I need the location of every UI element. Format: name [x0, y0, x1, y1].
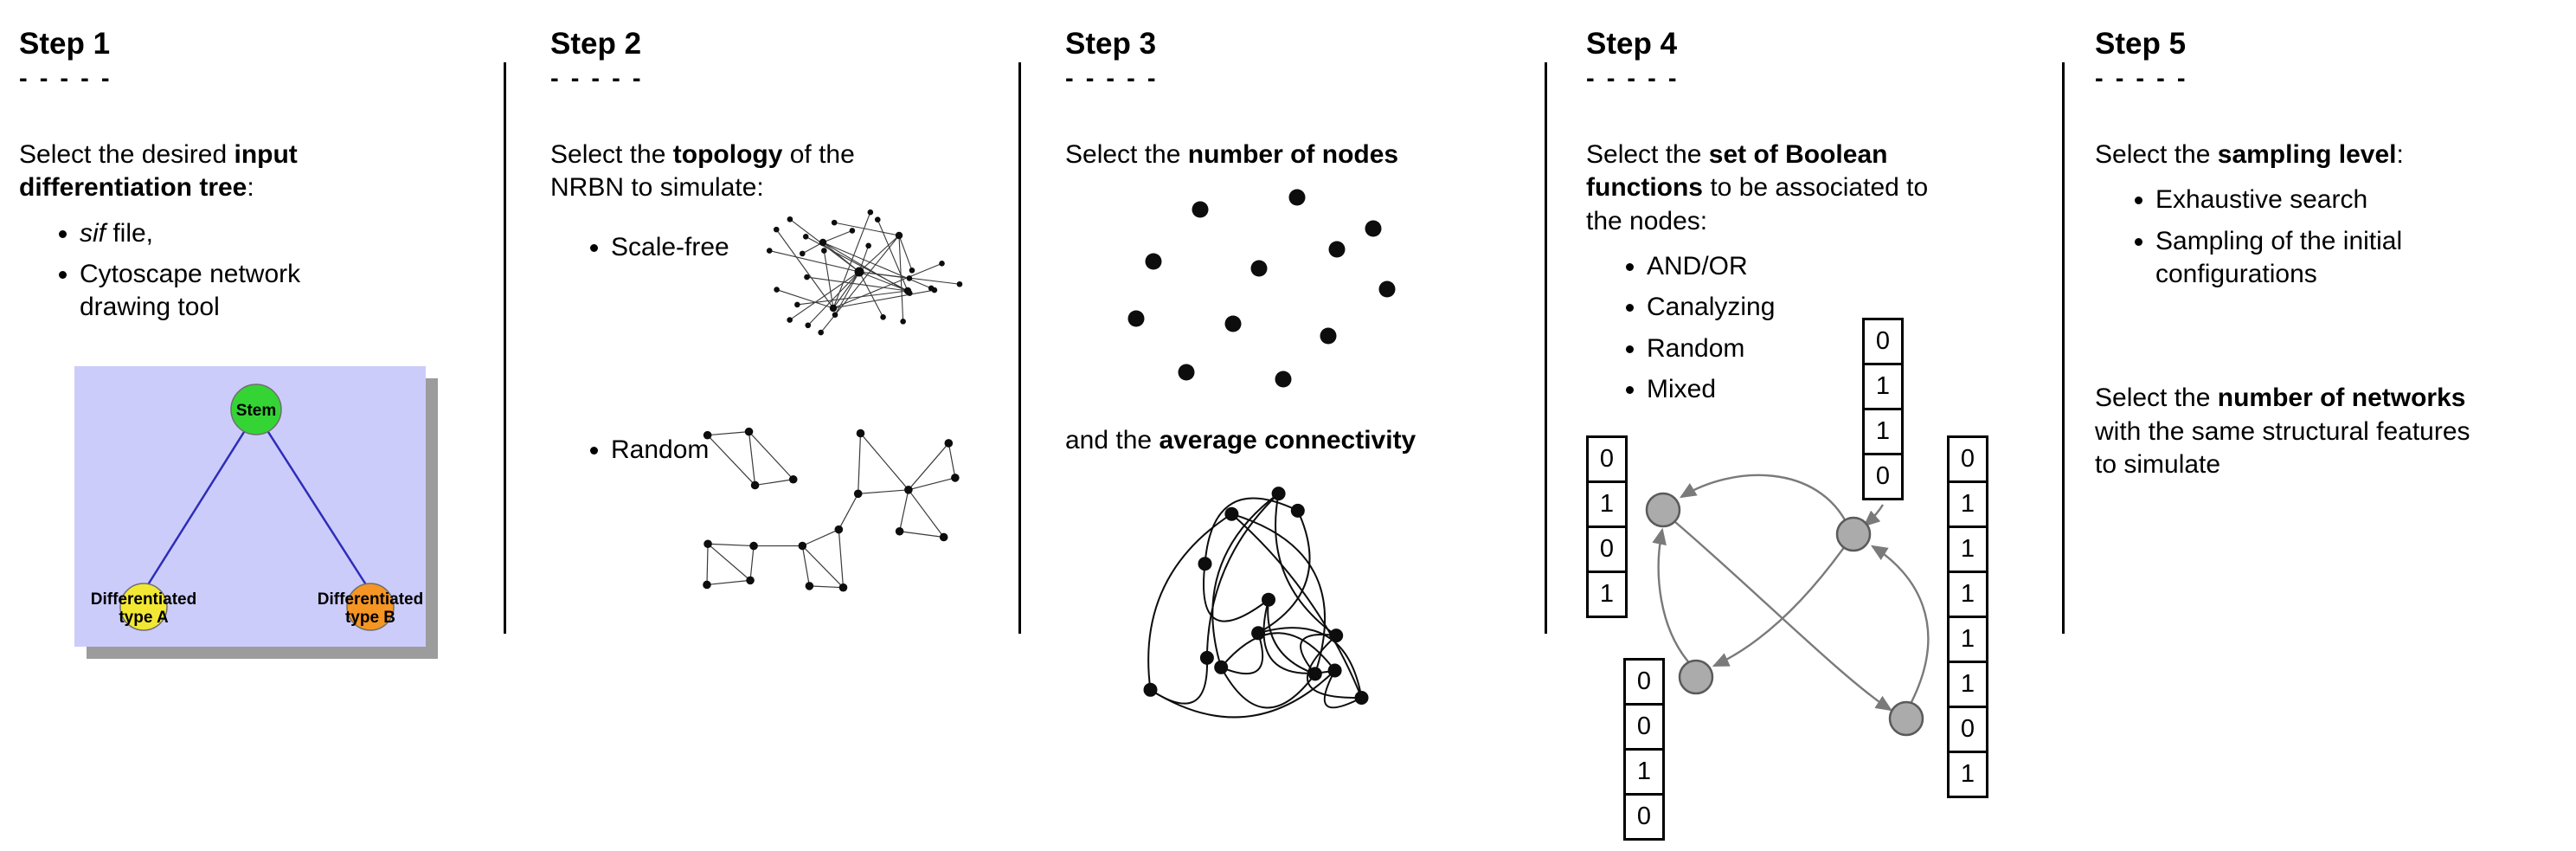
- truth-table-cell: 1: [1862, 408, 1904, 455]
- truth-table-cell: 0: [1862, 318, 1904, 365]
- step4-title: Step 4: [1586, 27, 1678, 61]
- scale-free-network-figure: [766, 209, 963, 336]
- tree-edge-b: [267, 431, 369, 587]
- step5-title: Step 5: [2095, 27, 2187, 61]
- gene-node: [1888, 700, 1924, 737]
- network-edge: [1674, 521, 1893, 712]
- bullet-mixed: Mixed: [1647, 373, 2062, 406]
- step1-column: Step 1 - - - - - Select the desired inpu…: [0, 0, 504, 851]
- step1-intro: Select the desired input differentiation…: [19, 139, 298, 203]
- bullet-and-or: AND/OR: [1647, 250, 2062, 283]
- truth-table-cell: 1: [1947, 751, 1988, 798]
- stem-label: Stem: [236, 402, 276, 420]
- bullet-cytoscape: Cytoscape network drawing tool: [80, 258, 350, 325]
- network-edge: [1863, 504, 1885, 527]
- network-edge: [1870, 545, 1930, 703]
- bullet-scale-free: Scale-free: [611, 231, 1018, 264]
- bullet-random-functions: Random: [1647, 332, 2062, 365]
- gene-node: [1835, 516, 1872, 552]
- step2-title: Step 2: [550, 27, 642, 61]
- step2-dashes: - - - - -: [550, 65, 644, 93]
- step3-column: Step 3 - - - - - Select the number of no…: [1021, 0, 1545, 851]
- network-edge: [1712, 545, 1846, 667]
- truth-table-cell: 1: [1947, 616, 1988, 663]
- network-edge: [1679, 474, 1850, 527]
- truth-table-cell: 1: [1586, 571, 1628, 618]
- connectivity-network-figure: [1143, 486, 1369, 719]
- step3-connectivity-text: and the average connectivity: [1065, 426, 1416, 455]
- bullet-exhaustive-search: Exhaustive search: [2155, 184, 2515, 216]
- step1-title: Step 1: [19, 27, 111, 61]
- truth-table-cell: 1: [1947, 480, 1988, 528]
- column-divider: [2062, 62, 2065, 634]
- step4-column: Step 4 - - - - - Select the set of Boole…: [1547, 0, 2062, 851]
- step5-column: Step 5 - - - - - Select the sampling lev…: [2065, 0, 2576, 851]
- type-a-node: [119, 583, 168, 631]
- step3-intro: Select the number of nodes: [1065, 139, 1399, 169]
- gene-node: [1645, 492, 1681, 528]
- bullet-sampling-initial-configurations: Sampling of the initial configurations: [2155, 225, 2515, 292]
- column-divider: [1545, 62, 1547, 634]
- step3-title: Step 3: [1065, 27, 1157, 61]
- truth-table-cell: 1: [1586, 480, 1628, 528]
- truth-table-cell: 0: [1862, 453, 1904, 500]
- truth-table-cell: 1: [1947, 525, 1988, 573]
- step2-column: Step 2 - - - - - Select the topology of …: [506, 0, 1018, 851]
- step5-number-of-networks-text: Select the number of networks with the s…: [2095, 384, 2470, 480]
- step1-bullet-list: sif file, Cytoscape network drawing tool: [19, 217, 350, 325]
- step4-dashes: - - - - -: [1586, 65, 1680, 93]
- step5-dashes: - - - - -: [2095, 65, 2188, 93]
- bullet-sif-file: sif file,: [80, 217, 350, 250]
- column-divider: [1018, 62, 1021, 634]
- bullet-canalyzing: Canalyzing: [1647, 291, 2062, 324]
- step2-bullet-list: Scale-free Random: [550, 231, 1018, 467]
- truth-table-cell: 0: [1623, 703, 1665, 751]
- step3-dashes: - - - - -: [1065, 65, 1159, 93]
- truth-table-cell: 0: [1623, 658, 1665, 706]
- step5-bullet-list: Exhaustive search Sampling of the initia…: [2095, 184, 2515, 291]
- truth-table-cell: 0: [1586, 525, 1628, 573]
- column-divider: [504, 62, 506, 634]
- truth-table-cell: 0: [1947, 435, 1988, 483]
- step4-bullet-list: AND/OR Canalyzing Random Mixed: [1586, 250, 2062, 407]
- truth-table-cell: 0: [1947, 706, 1988, 753]
- gene-node: [1678, 659, 1714, 695]
- bullet-random: Random: [611, 434, 1018, 467]
- truth-table-cell: 1: [1947, 661, 1988, 708]
- stem-node: [230, 384, 282, 435]
- truth-table-cell: 1: [1862, 363, 1904, 410]
- truth-table-cell: 0: [1623, 793, 1665, 841]
- type-b-node: [346, 583, 395, 631]
- step4-intro: Select the set of Boolean functions to b…: [1586, 139, 1929, 235]
- network-edge: [1652, 527, 1693, 667]
- truth-table-cell: 1: [1623, 748, 1665, 796]
- nodes-scatter-figure: [1127, 189, 1396, 388]
- random-network-figure: [703, 427, 960, 592]
- boolean-network-svg: [1645, 474, 1930, 737]
- step1-dashes: - - - - -: [19, 65, 112, 93]
- truth-table-cell: 0: [1586, 435, 1628, 483]
- step5-intro: Select the sampling level:: [2095, 139, 2404, 169]
- step2-intro: Select the topology of the NRBN to simul…: [550, 139, 855, 203]
- truth-table-cell: 1: [1947, 571, 1988, 618]
- tree-edge-a: [145, 431, 246, 587]
